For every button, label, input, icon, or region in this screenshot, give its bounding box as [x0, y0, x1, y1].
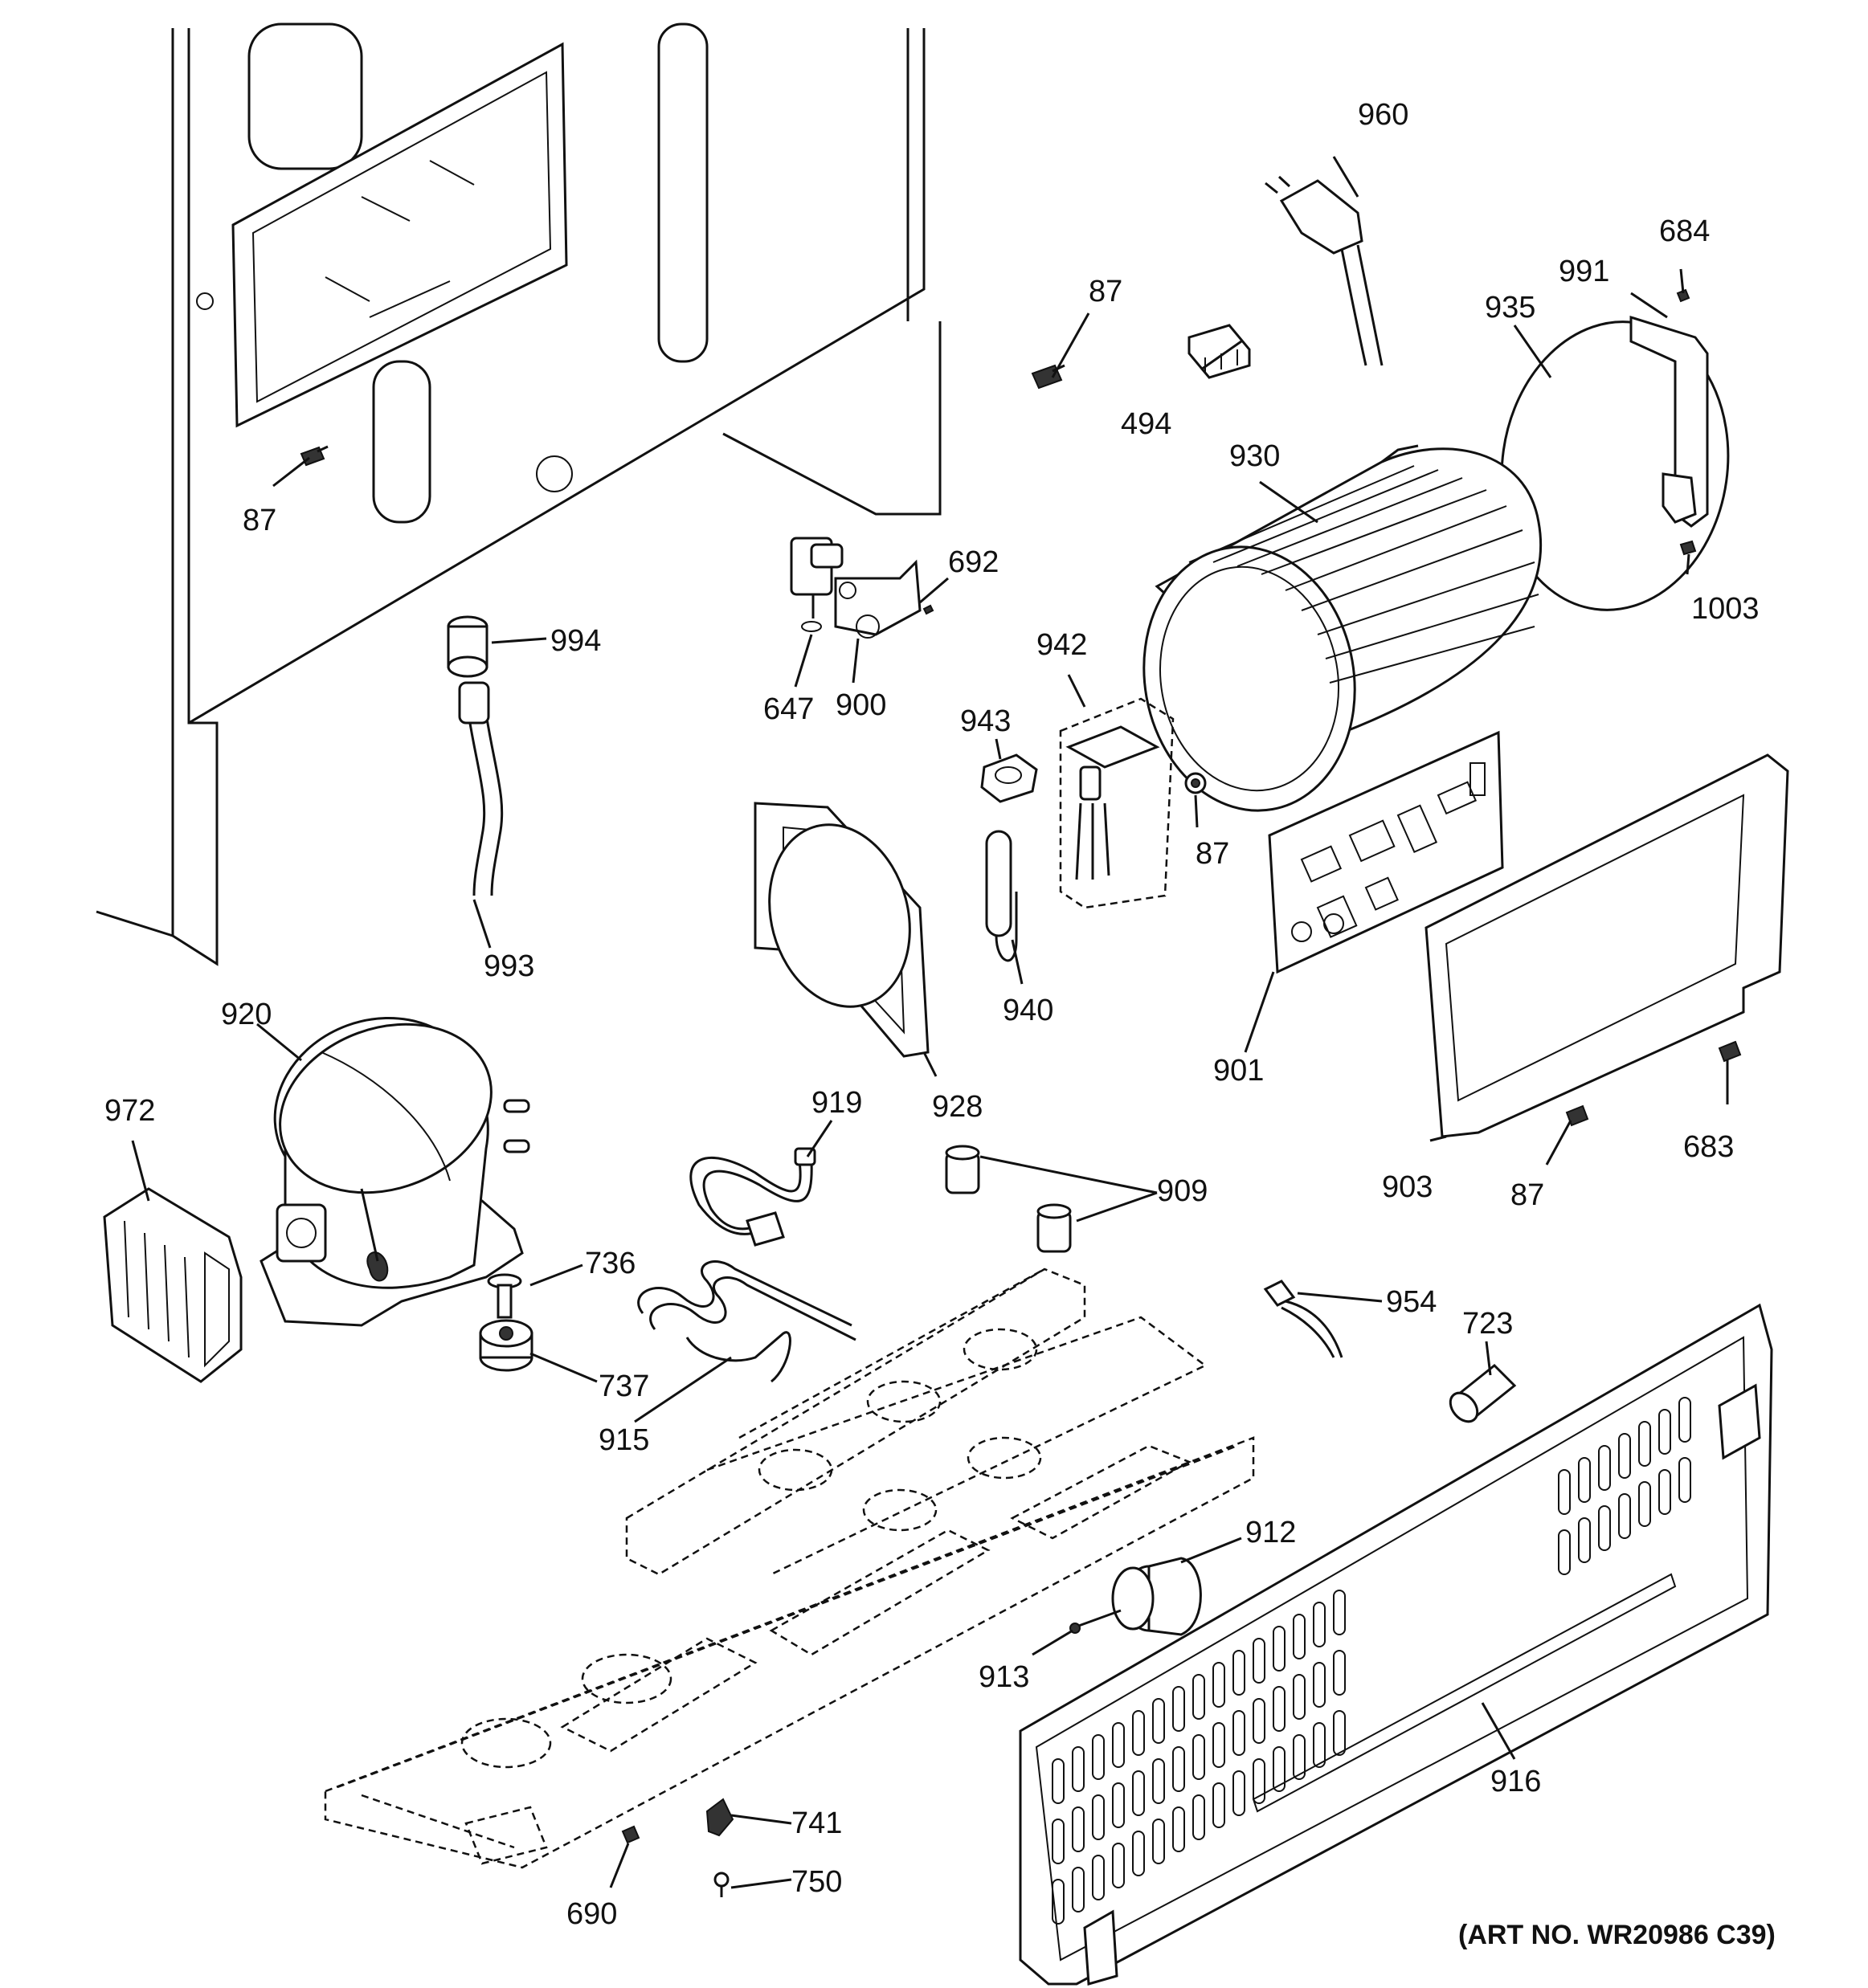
- callout-935: 935: [1485, 291, 1535, 325]
- callout-994: 994: [550, 624, 601, 658]
- callout-1003: 1003: [1691, 592, 1760, 626]
- art-number: (ART NO. WR20986 C39): [1458, 1920, 1776, 1950]
- callout-87-upper: 87: [1089, 275, 1122, 308]
- callout-940: 940: [1003, 994, 1053, 1027]
- fan-motor-912: [1111, 1557, 1202, 1636]
- cabinet-back-panel: [96, 22, 942, 966]
- thermostat-943: [980, 753, 1038, 803]
- clamp-647: [801, 621, 822, 632]
- callout-750: 750: [791, 1865, 842, 1899]
- tube-919: [689, 1147, 816, 1247]
- cabinet-rib-left: [247, 22, 363, 170]
- harness-954: [1263, 1280, 1343, 1358]
- screw-750: [713, 1872, 730, 1897]
- foot-909-lower: [1036, 1203, 1072, 1253]
- callout-993: 993: [484, 949, 534, 983]
- callout-913: 913: [979, 1660, 1029, 1694]
- callout-901: 901: [1213, 1054, 1264, 1088]
- foot-909-upper: [945, 1145, 980, 1194]
- tubing-915: [637, 1260, 856, 1383]
- callout-87-coil: 87: [1196, 837, 1229, 871]
- callout-915: 915: [599, 1423, 649, 1457]
- base-pan: [324, 1268, 1255, 1869]
- power-cord-960: [1265, 175, 1384, 366]
- callout-737: 737: [599, 1370, 649, 1403]
- screw-87-upper: [1031, 364, 1065, 390]
- screw-1003: [1679, 540, 1697, 556]
- callout-919: 919: [811, 1086, 862, 1120]
- callout-960: 960: [1358, 98, 1408, 132]
- callout-692: 692: [948, 545, 999, 579]
- callout-741: 741: [791, 1806, 842, 1840]
- clip-741: [705, 1798, 734, 1837]
- compressor-920: [260, 1016, 530, 1327]
- capacitor-940: [985, 830, 1018, 962]
- callout-909: 909: [1157, 1174, 1208, 1208]
- connector-494: [1187, 324, 1251, 379]
- callout-690: 690: [566, 1897, 617, 1931]
- control-board-901: [1268, 730, 1504, 974]
- callout-972: 972: [104, 1094, 155, 1128]
- callout-912: 912: [1245, 1516, 1296, 1549]
- overload-assembly-942: [1059, 697, 1175, 909]
- callout-928: 928: [932, 1090, 983, 1124]
- drain-tube-assembly: [447, 615, 504, 896]
- fan-shroud-928: [754, 802, 930, 1058]
- grille-vents: [1052, 1397, 1691, 1925]
- shaft-913: [1069, 1609, 1122, 1634]
- screw-683: [1718, 1040, 1742, 1063]
- cabinet-rib-lower: [372, 360, 431, 524]
- callout-991: 991: [1559, 255, 1609, 288]
- condenser-coil-930: [1142, 444, 1543, 812]
- callout-684: 684: [1659, 214, 1710, 248]
- control-cover-903: [1425, 753, 1789, 1138]
- water-valve-900: [790, 537, 922, 639]
- callout-916: 916: [1490, 1765, 1541, 1798]
- screw-692: [922, 604, 934, 615]
- callout-87-cover: 87: [1510, 1178, 1544, 1212]
- callout-954: 954: [1386, 1285, 1437, 1319]
- callout-683: 683: [1683, 1130, 1734, 1164]
- callout-900: 900: [836, 688, 886, 722]
- callout-736: 736: [585, 1247, 636, 1280]
- callout-647: 647: [763, 692, 814, 726]
- callout-930: 930: [1229, 439, 1280, 473]
- callout-903: 903: [1382, 1170, 1433, 1204]
- grille-panel-916: [1019, 1303, 1773, 1986]
- inverter-972: [103, 1187, 243, 1383]
- screw-87-coil: [1184, 772, 1207, 794]
- callout-723: 723: [1462, 1307, 1513, 1341]
- bracket-991: [1629, 315, 1709, 528]
- grommet-737: [479, 1319, 533, 1372]
- callout-494: 494: [1121, 407, 1171, 441]
- cabinet-recess-housing: [231, 42, 568, 428]
- bolt-736: [487, 1273, 522, 1319]
- callout-leaders: [131, 156, 1729, 1889]
- callout-943: 943: [960, 704, 1011, 738]
- callout-labels: 87 994 993 692 647 900 87 494 960 930 93…: [104, 98, 1760, 1931]
- cabinet-rib-right: [657, 22, 709, 363]
- callout-87-cabinet: 87: [243, 504, 276, 537]
- callout-920: 920: [221, 998, 272, 1031]
- callout-942: 942: [1036, 628, 1087, 662]
- tube-723: [1449, 1363, 1517, 1423]
- screw-690: [621, 1825, 640, 1844]
